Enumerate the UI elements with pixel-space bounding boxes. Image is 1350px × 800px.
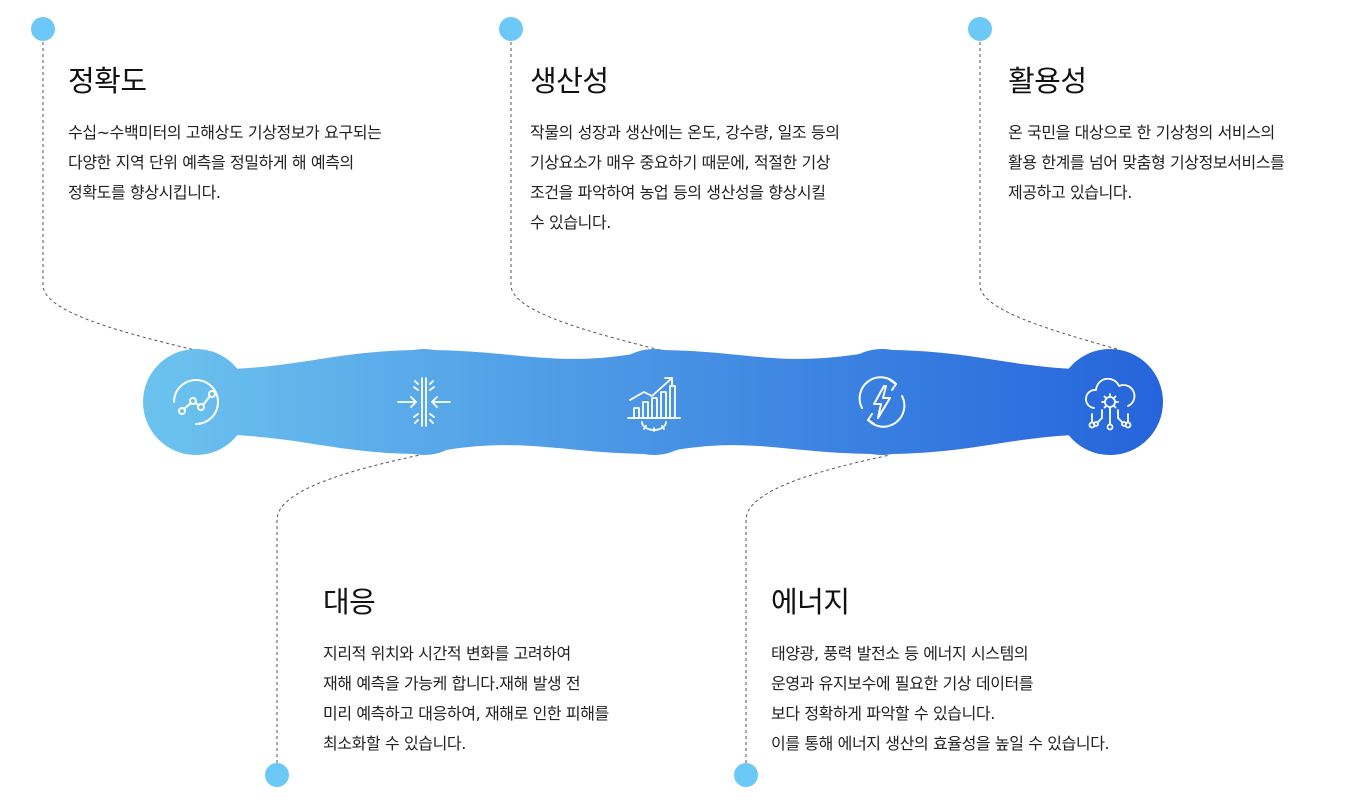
dot-accuracy bbox=[31, 17, 55, 41]
description-line: 태양광, 풍력 발전소 등 에너지 시스템의 bbox=[771, 644, 1029, 663]
arrows-converge-icon bbox=[392, 370, 456, 434]
description-line: 지리적 위치와 시간적 변화를 고려하여 bbox=[323, 644, 571, 663]
feature-title: 대응 bbox=[323, 585, 376, 619]
trend-line-icon bbox=[164, 370, 228, 434]
description-line: 제공하고 있습니다. bbox=[1008, 183, 1132, 202]
feature-productivity: 생산성 작물의 성장과 생산에는 온도, 강수량, 일조 등의 기상요소가 매우… bbox=[530, 67, 840, 238]
description-line: 조건을 파악하여 농업 등의 생산성을 향상시킬 bbox=[530, 183, 826, 202]
description-line: 미리 예측하고 대응하여, 재해로 인한 피해를 bbox=[323, 704, 609, 723]
description-line: 작물의 성장과 생산에는 온도, 강수량, 일조 등의 bbox=[530, 123, 840, 142]
description-line: 수십~수백미터의 고해상도 기상정보가 요구되는 bbox=[68, 123, 382, 142]
feature-title: 활용성 bbox=[1008, 64, 1087, 98]
description-line: 재해 예측을 가능케 합니다.재해 발생 전 bbox=[323, 674, 581, 693]
feature-title: 정확도 bbox=[68, 64, 147, 98]
feature-description: 수십~수백미터의 고해상도 기상정보가 요구되는 다양한 지역 단위 예측을 정… bbox=[68, 118, 382, 208]
description-line: 이를 통해 에너지 생산의 효율성을 높일 수 있습니다. bbox=[771, 734, 1110, 753]
growth-chart-gear-icon bbox=[622, 370, 686, 434]
dot-productivity bbox=[499, 17, 523, 41]
description-line: 활용 한계를 넘어 맞춤형 기상정보서비스를 bbox=[1008, 153, 1285, 172]
connector-utilization bbox=[979, 30, 1121, 351]
feature-description: 온 국민을 대상으로 한 기상청의 서비스의 활용 한계를 넘어 맞춤형 기상정… bbox=[1008, 118, 1285, 208]
dot-energy bbox=[734, 763, 758, 787]
description-line: 운영과 유지보수에 필요한 기상 데이터를 bbox=[771, 674, 1034, 693]
feature-description: 지리적 위치와 시간적 변화를 고려하여 재해 예측을 가능케 합니다.재해 발… bbox=[323, 639, 609, 759]
feature-response: 대응 지리적 위치와 시간적 변화를 고려하여 재해 예측을 가능케 합니다.재… bbox=[323, 588, 609, 759]
feature-energy: 에너지 태양광, 풍력 발전소 등 에너지 시스템의 운영과 유지보수에 필요한… bbox=[771, 585, 1110, 759]
feature-accuracy: 정확도 수십~수백미터의 고해상도 기상정보가 요구되는 다양한 지역 단위 예… bbox=[68, 64, 382, 208]
feature-description: 작물의 성장과 생산에는 온도, 강수량, 일조 등의 기상요소가 매우 중요하… bbox=[530, 118, 840, 238]
feature-description: 태양광, 풍력 발전소 등 에너지 시스템의 운영과 유지보수에 필요한 기상 … bbox=[771, 639, 1110, 759]
feature-utilization: 활용성 온 국민을 대상으로 한 기상청의 서비스의 활용 한계를 넘어 맞춤형… bbox=[1008, 67, 1285, 208]
connector-accuracy bbox=[42, 30, 196, 351]
description-line: 최소화할 수 있습니다. bbox=[323, 734, 466, 753]
connector-response bbox=[276, 454, 421, 775]
description-line: 정확도를 향상시킵니다. bbox=[68, 183, 221, 202]
description-line: 온 국민을 대상으로 한 기상청의 서비스의 bbox=[1008, 123, 1275, 142]
dot-response bbox=[265, 763, 289, 787]
feature-title: 생산성 bbox=[530, 64, 609, 98]
connector-productivity bbox=[510, 30, 661, 351]
description-line: 수 있습니다. bbox=[530, 213, 611, 232]
timeline-band bbox=[143, 349, 1163, 455]
description-line: 다양한 지역 단위 예측을 정밀하게 해 예측의 bbox=[68, 153, 354, 172]
description-line: 기상요소가 매우 중요하기 때문에, 적절한 기상 bbox=[530, 153, 831, 172]
feature-title: 에너지 bbox=[771, 585, 850, 619]
cloud-network-icon bbox=[1078, 370, 1142, 434]
dot-utilization bbox=[968, 17, 992, 41]
description-line: 보다 정확하게 파악할 수 있습니다. bbox=[771, 704, 995, 723]
energy-cycle-icon bbox=[850, 370, 914, 434]
connector-energy bbox=[745, 454, 891, 775]
